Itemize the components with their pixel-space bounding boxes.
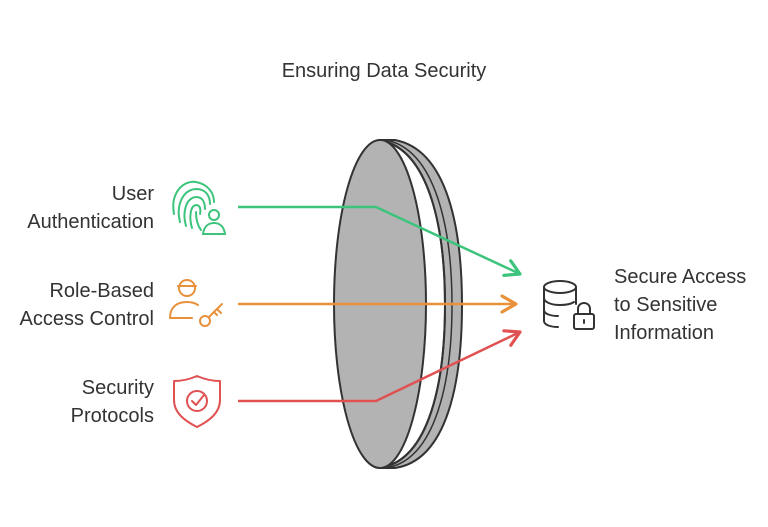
- output-secure-access: Secure Access to Sensitive Information: [543, 266, 746, 344]
- output-label-line1: Secure Access: [614, 266, 746, 288]
- input-label-line2: Protocols: [71, 405, 154, 427]
- input-label-line1: Security: [82, 377, 154, 399]
- fingerprint-user-icon: [172, 180, 227, 235]
- output-label-line3: Information: [614, 322, 714, 344]
- user-key-icon: [169, 279, 223, 327]
- shield-check-icon: [173, 375, 221, 428]
- database-lock-icon: [543, 280, 595, 330]
- input-label-line2: Authentication: [27, 211, 154, 233]
- output-label-line2: to Sensitive: [614, 294, 717, 316]
- arrow-user-authentication: [238, 205, 522, 277]
- input-user-authentication: User Authentication: [27, 180, 227, 235]
- input-label-line2: Access Control: [20, 308, 155, 330]
- input-label-line1: Role-Based: [49, 280, 154, 302]
- arrow-security-protocols: [238, 329, 522, 403]
- diagram-title: Ensuring Data Security: [282, 60, 487, 82]
- input-security-protocols: Security Protocols: [71, 375, 221, 428]
- input-label-line1: User: [112, 183, 155, 205]
- input-role-based-access-control: Role-Based Access Control: [20, 279, 223, 330]
